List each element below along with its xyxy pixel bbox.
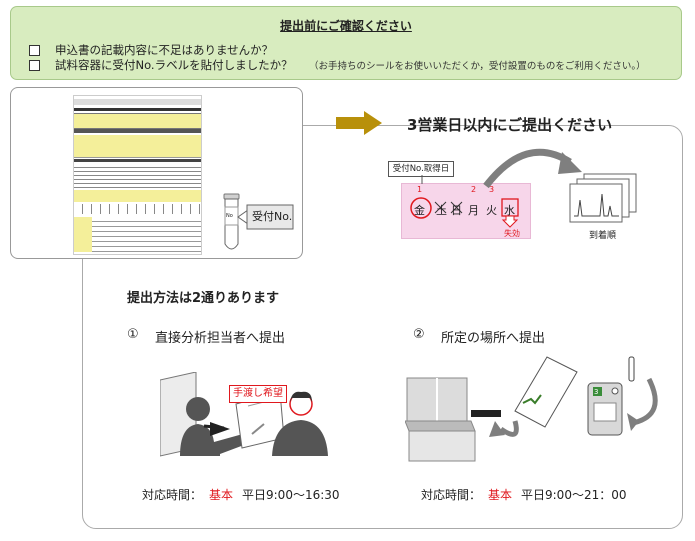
day-number-3: 3 [489,185,495,194]
confirm-item-2: 試料容器に受付No.ラベルを貼付しましたか？ [55,58,293,72]
method2-hours-time: 平日9:00～21：00 [521,488,627,502]
receipt-date-label: 受付No.取得日 [388,161,454,177]
method2-hours-label: 対応時間： [421,488,482,502]
tube-no-label: No [226,213,233,219]
deadline-title: 3営業日以内にご提出ください [407,116,613,134]
methods-title: 提出方法は2通りあります [127,291,280,306]
day-sat: 土 [436,204,447,217]
application-form-image [73,95,202,255]
day-wed: 水 [504,204,515,217]
method1-label: 直接分析担当者へ提出 [155,331,286,346]
method1-number: ① [127,327,139,342]
expired-label: 失効 [504,229,520,238]
checkbox-1[interactable] [29,45,40,56]
calendar-strip [401,183,531,239]
confirm-box: 提出前にご確認ください 申込書の記載内容に不足はありませんか？ 試料容器に受付N… [10,6,682,80]
day-sun: 日 [451,204,462,217]
document-stack-icon [569,173,637,223]
day-fri: 金 [414,204,425,217]
confirm-item-2-note: （お手持ちのシールをお使いいただくか，受付設置のものをご利用ください。） [309,61,646,72]
sample-tube-icon [223,193,294,250]
method1-hours-basic: 基本 [209,488,234,502]
method2-number: ② [413,327,425,342]
method2-label: 所定の場所へ提出 [441,331,546,346]
method2-hours-basic: 基本 [488,488,513,502]
arrival-order-label: 到着順 [589,231,617,241]
calendar-marks [410,175,519,228]
confirm-title: 提出前にご確認ください [280,19,412,33]
day-number-1: 1 [417,185,423,194]
day-number-2: 2 [471,185,477,194]
drop-off-illustration [405,356,658,462]
method1-hours-label: 対応時間： [142,488,203,502]
confirm-item-1: 申込書の記載内容に不足はありませんか？ [55,43,274,57]
checkbox-2[interactable] [29,60,40,71]
arrow-right-icon [336,111,382,135]
box-number: 3 [594,388,599,396]
curved-arrow-icon [483,148,582,189]
day-tue: 火 [486,204,497,217]
tube-receipt-label: 受付No. [252,210,293,223]
day-mon: 月 [468,204,479,217]
speech-bubble-hand-delivery: 手渡し希望 [229,385,287,403]
method1-hours-time: 平日9:00～16:30 [242,488,340,502]
hand-delivery-illustration [160,372,328,457]
